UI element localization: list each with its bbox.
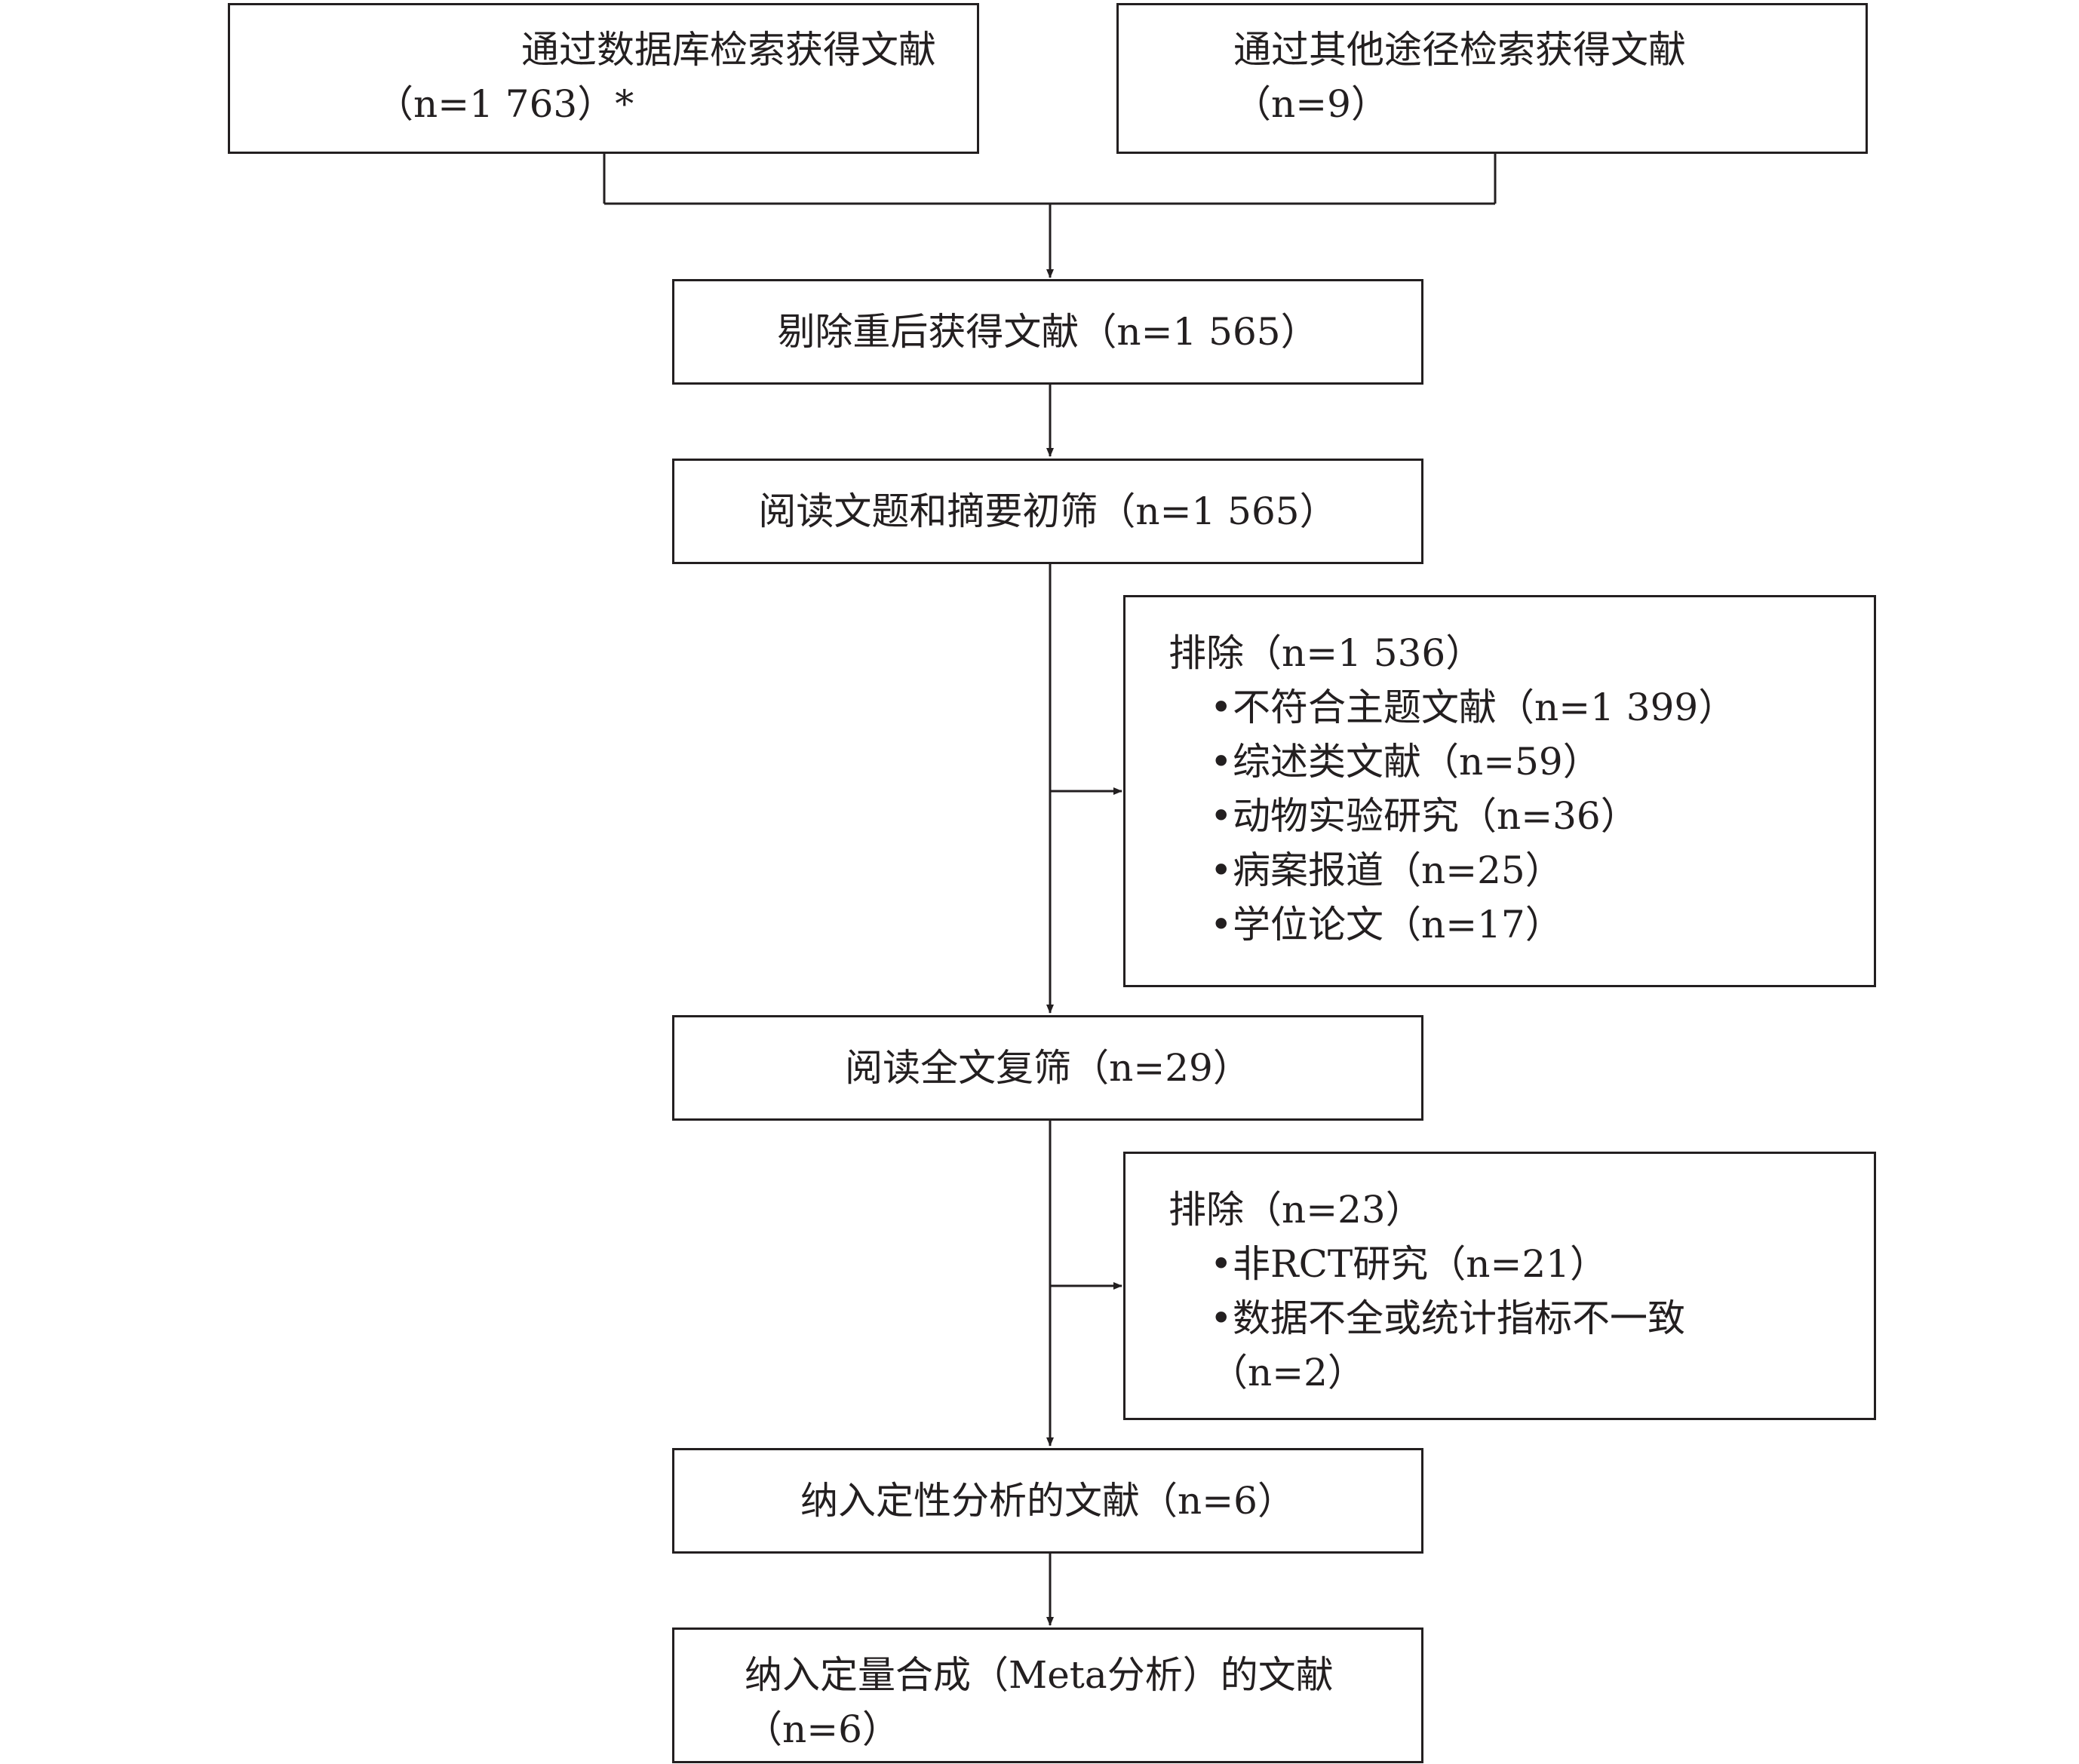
exclusion-2-item: 数据不全或统计指标不一致 xyxy=(1210,1291,1874,1345)
database-search-label: 通过数据库检索获得文献 xyxy=(521,28,936,72)
quantitative-count: （n=6） xyxy=(745,1707,900,1751)
exclusion-1-list: 不符合主题文献（n=1 399） 综述类文献（n=59） 动物实验研究（n=36… xyxy=(1168,680,1874,952)
qualitative-label: 纳入定性分析的文献（n=6） xyxy=(800,1479,1295,1523)
exclusion-1-item: 病案报道（n=25） xyxy=(1210,843,1874,897)
other-search-count: （n=9） xyxy=(1233,82,1389,126)
qualitative-box: 纳入定性分析的文献（n=6） xyxy=(672,1448,1423,1554)
exclusion-2-item: 非RCT研究（n=21） xyxy=(1210,1237,1874,1291)
database-search-count: （n=1 763）* xyxy=(376,82,634,126)
other-search-box: 通过其他途径检索获得文献 （n=9） xyxy=(1116,3,1868,154)
exclusion-box-1: 排除（n=1 536） 不符合主题文献（n=1 399） 综述类文献（n=59）… xyxy=(1123,595,1876,987)
database-search-box: 通过数据库检索获得文献 （n=1 763）* xyxy=(228,3,979,154)
exclusion-1-item: 动物实验研究（n=36） xyxy=(1210,789,1874,843)
quantitative-box: 纳入定量合成（Meta分析）的文献 （n=6） xyxy=(672,1627,1423,1763)
exclusion-1-item: 综述类文献（n=59） xyxy=(1210,735,1874,789)
dedup-box: 剔除重后获得文献（n=1 565） xyxy=(672,279,1423,385)
dedup-label: 剔除重后获得文献（n=1 565） xyxy=(777,310,1319,354)
exclusion-2-heading: 排除（n=23） xyxy=(1168,1188,1423,1232)
exclusion-1-item: 不符合主题文献（n=1 399） xyxy=(1210,680,1874,735)
exclusion-2-list: 非RCT研究（n=21） 数据不全或统计指标不一致 xyxy=(1168,1237,1874,1345)
quantitative-label: 纳入定量合成（Meta分析）的文献 xyxy=(745,1653,1334,1697)
title-abstract-screen-label: 阅读文题和摘要初筛（n=1 565） xyxy=(758,489,1337,533)
fulltext-screen-box: 阅读全文复筛（n=29） xyxy=(672,1015,1423,1121)
exclusion-box-2: 排除（n=23） 非RCT研究（n=21） 数据不全或统计指标不一致 （n=2） xyxy=(1123,1152,1876,1420)
exclusion-1-heading: 排除（n=1 536） xyxy=(1168,631,1484,675)
other-search-label: 通过其他途径检索获得文献 xyxy=(1233,28,1686,72)
title-abstract-screen-box: 阅读文题和摘要初筛（n=1 565） xyxy=(672,459,1423,564)
exclusion-2-item-continuation: （n=2） xyxy=(1210,1351,1365,1394)
fulltext-screen-label: 阅读全文复筛（n=29） xyxy=(845,1046,1251,1090)
exclusion-2-item-text: 数据不全或统计指标不一致 xyxy=(1233,1296,1685,1340)
exclusion-1-item: 学位论文（n=17） xyxy=(1210,897,1874,952)
